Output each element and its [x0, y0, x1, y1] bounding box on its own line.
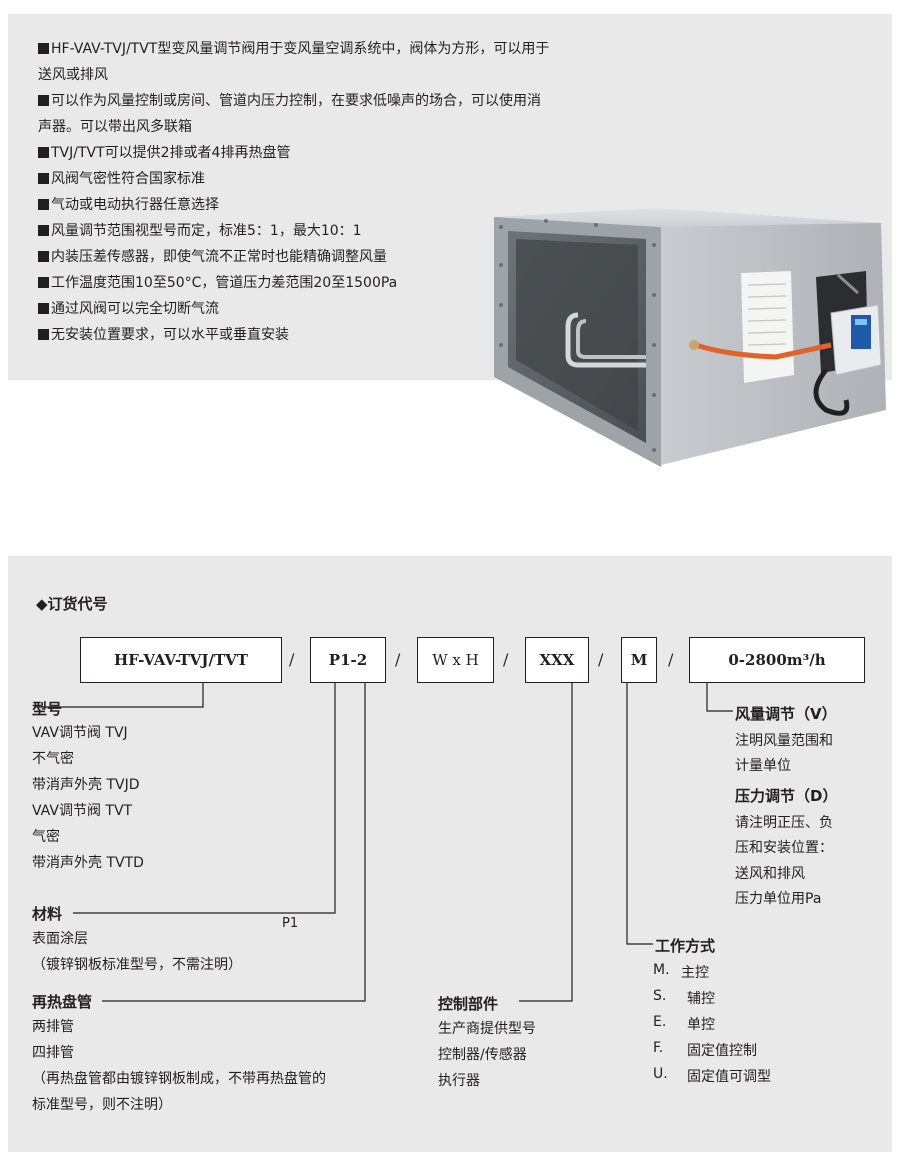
- vav-damper-photo: [494, 208, 886, 467]
- square-bullet-icon: [38, 329, 49, 340]
- model-line: VAV调节阀 TVT: [32, 803, 133, 819]
- code-box-model: HF-VAV-TVJ/TVT: [80, 637, 282, 683]
- square-bullet-icon: [38, 303, 49, 314]
- reheat-line: 四排管: [32, 1045, 74, 1061]
- code-separator: /: [598, 650, 604, 669]
- square-bullet-icon: [38, 225, 49, 236]
- square-bullet-icon: [38, 277, 49, 288]
- feature-line: 气动或电动执行器任意选择: [38, 192, 658, 218]
- control-line: 生产商提供型号: [438, 1021, 536, 1037]
- code-separator: /: [668, 650, 674, 669]
- feature-line: TVJ/TVT可以提供2排或者4排再热盘管: [38, 140, 658, 166]
- code-box-size: W x H: [417, 637, 494, 683]
- feature-line: 声器。可以带出风多联箱: [38, 119, 192, 135]
- model-line: 带消声外壳 TVJD: [32, 777, 140, 793]
- operation-label: 固定值可调型: [687, 1069, 771, 1085]
- feature-line: 风阀气密性符合国家标准: [38, 166, 658, 192]
- reheat-line: （再热盘管都由镀锌钢板制成，不带再热盘管的: [32, 1071, 326, 1087]
- features-panel: HF-VAV-TVJ/TVT型变风量调节阀用于变风量空调系统中，阀体为方形，可以…: [8, 14, 892, 380]
- square-bullet-icon: [38, 199, 49, 210]
- code-separator: /: [289, 650, 295, 669]
- operation-code: U.: [653, 1066, 668, 1082]
- order-code-title: ◆订货代号: [36, 595, 108, 613]
- square-bullet-icon: [38, 43, 49, 54]
- operation-label: 辅控: [687, 991, 715, 1007]
- operation-code: F.: [653, 1040, 664, 1056]
- model-heading: 型号: [32, 700, 63, 718]
- feature-line: 通过风阀可以完全切断气流: [38, 296, 658, 322]
- feature-line: 内装压差传感器，即使气流不正常时也能精确调整风量: [38, 244, 658, 270]
- feature-line: 可以作为风量控制或房间、管道内压力控制，在要求低噪声的场合，可以使用消: [38, 88, 658, 114]
- operation-label: 固定值控制: [687, 1043, 757, 1059]
- square-bullet-icon: [38, 173, 49, 184]
- model-line: 气密: [32, 829, 60, 845]
- pressure-line: 送风和排风: [735, 866, 805, 882]
- operation-code: S.: [653, 988, 667, 1004]
- control-line: 执行器: [438, 1073, 480, 1089]
- material-line: 表面涂层: [32, 931, 88, 947]
- operation-code: M.: [653, 962, 670, 978]
- square-bullet-icon: [38, 147, 49, 158]
- feature-line: 风量调节范围视型号而定，标准5：1，最大10：1: [38, 218, 658, 244]
- material-heading: 材料: [32, 905, 63, 923]
- operation-label: 主控: [681, 965, 709, 981]
- operation-heading: 工作方式: [655, 937, 716, 955]
- code-box-operation: M: [621, 637, 657, 683]
- pressure-line: 压力单位用Pa: [735, 891, 822, 907]
- model-line: 不气密: [32, 751, 74, 767]
- code-box-air-volume: 0-2800m³/h: [689, 637, 865, 683]
- code-box-material: P1-2: [310, 637, 386, 683]
- square-bullet-icon: [38, 251, 49, 262]
- reheat-heading: 再热盘管: [32, 993, 93, 1011]
- feature-line: 工作温度范围10至50°C，管道压力差范围20至1500Pa: [38, 270, 658, 296]
- pressure-heading: 压力调节（D）: [735, 787, 838, 805]
- control-line: 控制器/传感器: [438, 1047, 527, 1063]
- air-volume-line: 计量单位: [735, 758, 791, 774]
- feature-line: 无安装位置要求，可以水平或垂直安装: [38, 322, 658, 348]
- pressure-line: 请注明正压、负: [735, 815, 833, 831]
- model-line: VAV调节阀 TVJ: [32, 725, 128, 741]
- control-heading: 控制部件: [438, 995, 499, 1013]
- feature-line: HF-VAV-TVJ/TVT型变风量调节阀用于变风量空调系统中，阀体为方形，可以…: [38, 36, 658, 62]
- pressure-line: 压和安装位置：: [735, 840, 833, 856]
- operation-code: E.: [653, 1014, 667, 1030]
- model-line: 带消声外壳 TVTD: [32, 855, 144, 871]
- code-separator: /: [395, 650, 401, 669]
- air-volume-heading: 风量调节（V）: [735, 705, 837, 723]
- air-volume-line: 注明风量范围和: [735, 733, 833, 749]
- code-separator: /: [503, 650, 509, 669]
- features-list: HF-VAV-TVJ/TVT型变风量调节阀用于变风量空调系统中，阀体为方形，可以…: [38, 36, 658, 348]
- feature-line: 送风或排风: [38, 67, 108, 83]
- reheat-line: 标准型号，则不注明）: [32, 1097, 172, 1113]
- reheat-line: 两排管: [32, 1019, 74, 1035]
- operation-label: 单控: [687, 1017, 715, 1033]
- square-bullet-icon: [38, 95, 49, 106]
- material-code: P1: [282, 916, 299, 931]
- material-line: （镀锌钢板标准型号，不需注明）: [32, 957, 242, 973]
- code-box-control: XXX: [525, 637, 589, 683]
